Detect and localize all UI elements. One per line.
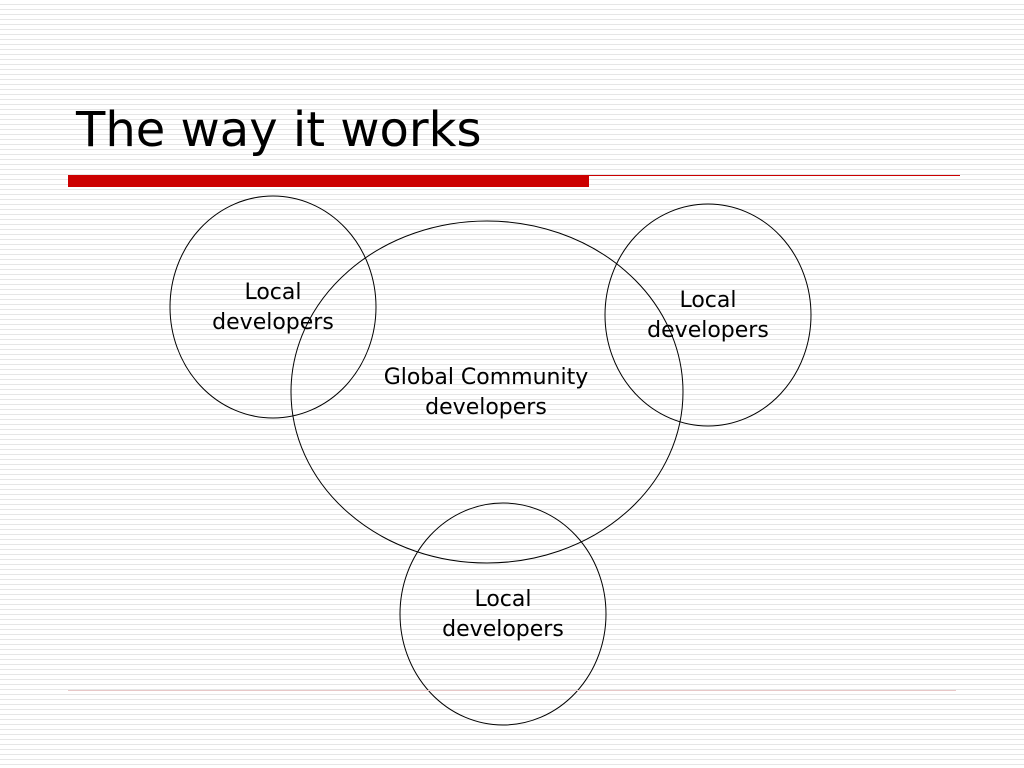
slide-title: The way it works (76, 102, 482, 158)
local-top-left-ellipse (169, 195, 377, 419)
global-community-label-line2: developers (425, 395, 547, 420)
global-community-ellipse (290, 220, 684, 564)
local-bottom-label-line1: Local (474, 587, 532, 612)
global-community-label-line1: Global Community (383, 365, 589, 390)
local-top-left-label: Local developers (212, 278, 334, 338)
local-bottom-label-line2: developers (442, 617, 564, 642)
local-top-right-label-line2: developers (647, 318, 769, 343)
local-bottom-label: Local developers (442, 585, 564, 645)
local-top-left-label-line1: Local (244, 280, 302, 305)
global-community-label: Global Community developers (384, 363, 589, 423)
local-top-right-label: Local developers (647, 286, 769, 346)
local-top-right-ellipse (604, 203, 812, 427)
local-bottom-ellipse (399, 502, 607, 726)
local-top-right-label-line1: Local (679, 288, 737, 313)
footer-rule (68, 690, 956, 691)
local-top-left-label-line2: developers (212, 310, 334, 335)
title-underline-rule (589, 175, 960, 176)
title-accent-bar (68, 175, 589, 187)
